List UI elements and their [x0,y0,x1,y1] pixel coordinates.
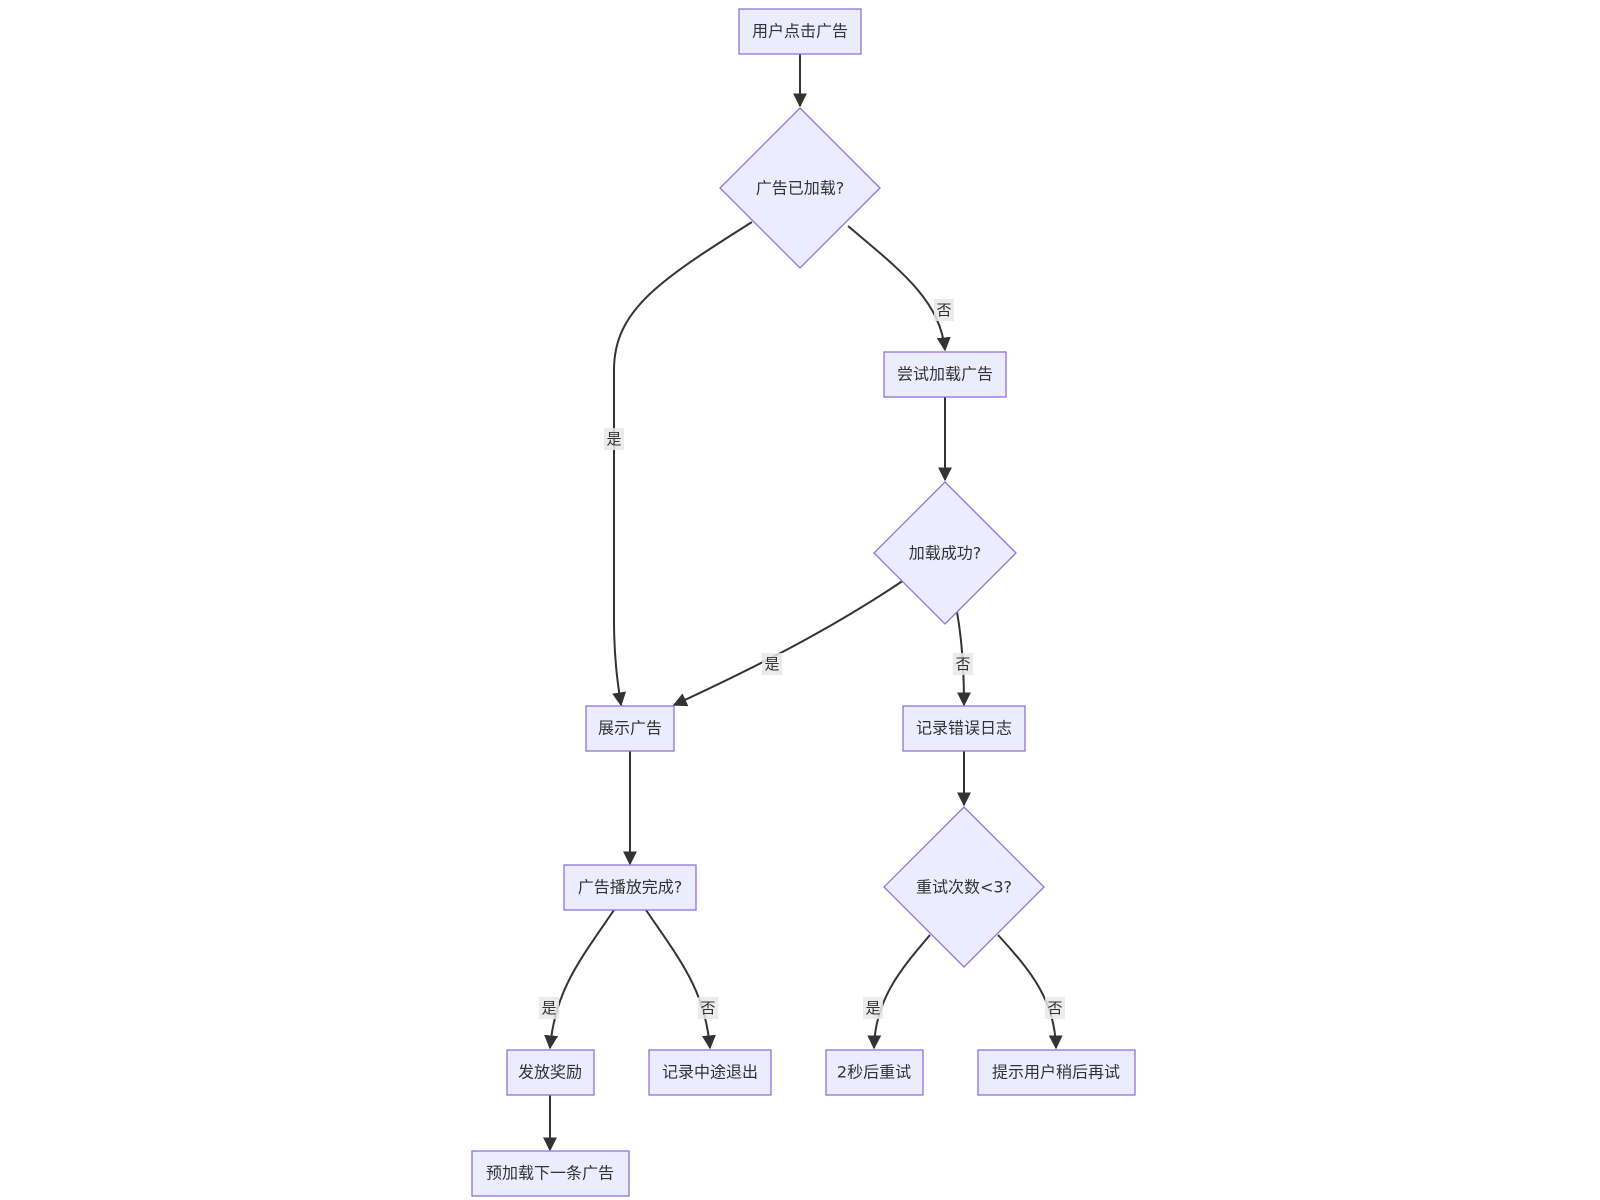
edge-done-no-to-exit [645,909,716,1050]
edge-label-retry-no: 否 [1045,997,1065,1019]
edge-label-done-no: 否 [698,997,718,1019]
edge-label-loaded-yes: 是 [604,428,624,450]
node-ad-loaded-decision: 广告已加载? [719,107,881,269]
nodes: 用户点击广告 广告已加载? 尝试加载广告 加载成功? 展示广告 记录错误日志 [471,8,1136,1197]
node-give-reward: 发放奖励 [506,1049,595,1096]
svg-text:是: 是 [865,999,880,1017]
edge-label-done-yes: 是 [539,997,559,1019]
node-log-error: 记录错误日志 [902,705,1026,752]
svg-text:广告播放完成?: 广告播放完成? [578,878,683,897]
svg-text:否: 否 [955,655,970,673]
svg-text:记录中途退出: 记录中途退出 [662,1063,758,1082]
node-retry-count-decision: 重试次数<3? [883,806,1045,968]
edge-loaded-no-to-try [847,225,951,352]
svg-text:2秒后重试: 2秒后重试 [837,1063,911,1082]
svg-text:提示用户稍后再试: 提示用户稍后再试 [992,1063,1120,1082]
node-load-success-decision: 加载成功? [873,481,1017,625]
svg-text:否: 否 [1047,999,1062,1017]
edge-retry-no-to-prompt [997,934,1063,1050]
edge-labels: 是 否 是 否 是 否 是 否 [539,299,1065,1019]
node-ad-done-decision: 广告播放完成? [563,864,697,911]
svg-text:预加载下一条广告: 预加载下一条广告 [486,1164,614,1183]
svg-text:发放奖励: 发放奖励 [518,1063,582,1082]
svg-text:是: 是 [764,655,779,673]
svg-text:记录错误日志: 记录错误日志 [916,719,1012,738]
svg-text:展示广告: 展示广告 [598,719,662,738]
svg-text:重试次数<3?: 重试次数<3? [916,878,1012,897]
svg-text:否: 否 [936,301,951,319]
node-preload-next: 预加载下一条广告 [471,1150,630,1197]
node-prompt-user: 提示用户稍后再试 [977,1049,1136,1096]
edge-label-success-no: 否 [953,653,973,675]
svg-text:加载成功?: 加载成功? [909,544,982,563]
edge-loaded-yes-to-show [612,221,753,707]
svg-text:是: 是 [541,999,556,1017]
svg-text:广告已加载?: 广告已加载? [756,179,845,198]
svg-text:否: 否 [700,999,715,1017]
node-log-exit: 记录中途退出 [648,1049,772,1096]
edge-label-loaded-no: 否 [934,299,954,321]
edge-success-yes-to-show [672,579,905,707]
svg-text:是: 是 [606,430,621,448]
svg-text:尝试加载广告: 尝试加载广告 [897,365,993,384]
node-show-ad: 展示广告 [585,705,675,752]
edge-label-retry-yes: 是 [863,997,883,1019]
edge-retry-yes-to-2s [867,934,931,1050]
node-try-load: 尝试加载广告 [883,351,1007,398]
edge-label-success-yes: 是 [762,653,782,675]
edge-done-yes-to-reward [544,909,615,1050]
svg-text:用户点击广告: 用户点击广告 [752,22,848,41]
node-retry-2s: 2秒后重试 [825,1049,924,1096]
node-user-click: 用户点击广告 [738,8,862,55]
